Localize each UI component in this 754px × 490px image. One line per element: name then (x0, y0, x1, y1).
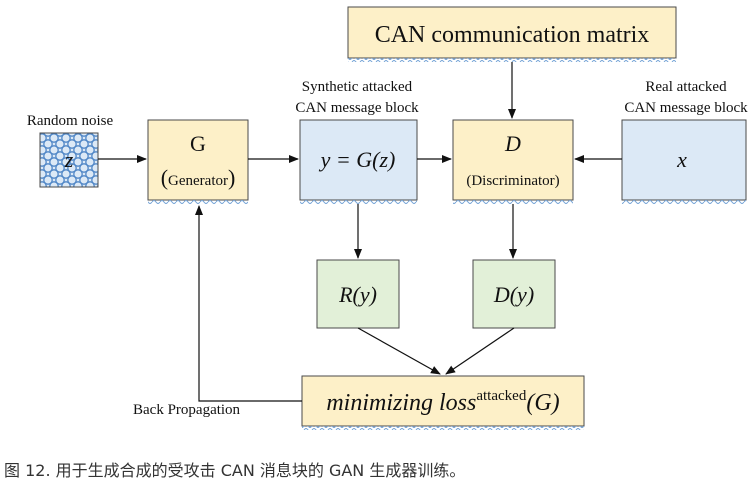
generator-close-paren: ) (228, 165, 235, 190)
synthetic-caption-line1: Synthetic attacked (302, 79, 413, 95)
synthetic-caption-line2: CAN message block (295, 100, 419, 116)
loss-main: minimizing loss (326, 390, 476, 416)
generator-symbol: G (190, 131, 206, 156)
generator-open-paren: ( (161, 165, 168, 190)
generator-name-line: (Generator) (161, 165, 236, 190)
r-y-node: R(y) (316, 259, 400, 329)
real-caption-line1: Real attacked (645, 79, 727, 95)
arrow-r-y-to-loss (357, 327, 441, 375)
generator-node: G (Generator) (147, 119, 249, 204)
discriminator-node: D (Discriminator) (452, 119, 574, 204)
can-matrix-node: CAN communication matrix (347, 6, 677, 62)
synthetic-block-node: y = G(z) (299, 119, 418, 204)
loss-superscript: attacked (476, 388, 526, 404)
discriminator-name: (Discriminator) (466, 173, 559, 189)
loss-formula: minimizing lossattacked(G) (326, 388, 559, 416)
noise-symbol: z (64, 147, 74, 172)
arrow-back-propagation (195, 205, 302, 402)
random-noise-caption: Random noise (27, 113, 114, 129)
synthetic-formula: y = G(z) (319, 147, 396, 172)
discriminator-symbol: D (504, 131, 521, 156)
real-block-node: x (621, 119, 747, 204)
d-y-label: D(y) (493, 282, 534, 307)
figure-caption: 图 12. 用于生成合成的受攻击 CAN 消息块的 GAN 生成器训练。 (4, 461, 466, 480)
loss-argument: (G) (526, 390, 559, 416)
d-y-node: D(y) (472, 259, 556, 329)
arrow-d-y-to-loss (445, 327, 515, 375)
generator-name: Generator (168, 173, 228, 189)
r-y-label: R(y) (338, 282, 377, 307)
can-matrix-label: CAN communication matrix (375, 22, 650, 48)
random-noise-node: z (39, 132, 99, 188)
real-caption-line2: CAN message block (624, 100, 748, 116)
back-propagation-label: Back Propagation (133, 402, 241, 418)
loss-node: minimizing lossattacked(G) (301, 375, 585, 430)
real-symbol: x (676, 147, 687, 172)
